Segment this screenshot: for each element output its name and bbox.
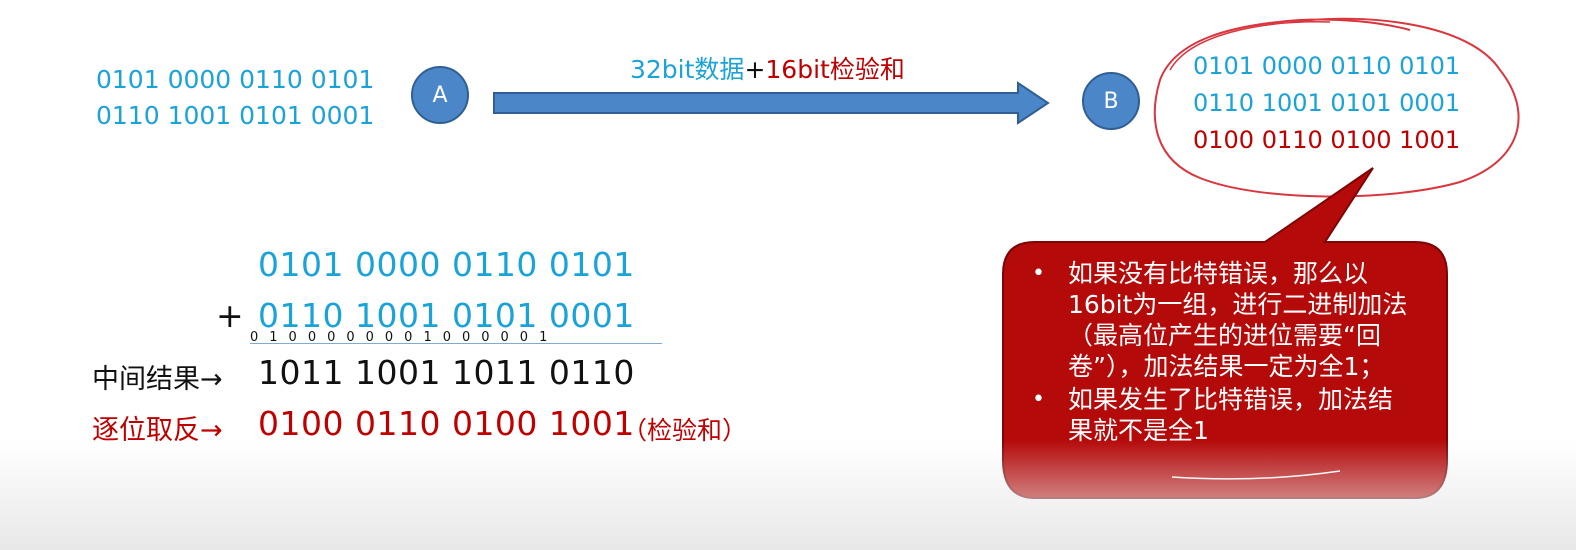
receiver-checksum-line: 0100 0110 0100 1001 [1193,126,1461,154]
sender-data: 0101 0000 0110 0101 0110 1001 0101 0001 [96,62,374,134]
transfer-label-data: 32bit数据 [630,55,745,84]
receiver-highlight-circle [1153,17,1520,198]
receiver-data: 0101 0000 0110 0101 0110 1001 0101 0001 … [1193,48,1460,159]
bit-error-underline [1171,470,1341,480]
calc-inverted-note: （检验和） [622,416,748,445]
sender-line-2: 0110 1001 0101 0001 [96,101,375,130]
callout-bullet-1: 如果没有比特错误，那么以16bit为一组，进行二进制加法（最高位产生的进位需要“… [1032,258,1417,382]
callout-text: 如果没有比特错误，那么以16bit为一组，进行二进制加法（最高位产生的进位需要“… [1032,258,1417,448]
calc-operand-2: 0110 1001 0101 0001 [258,296,635,335]
sender-line-1: 0101 0000 0110 0101 [96,65,375,94]
node-a: A [411,66,469,124]
callout-bullet-2: 如果发生了比特错误，加法结果就不是全1 [1032,384,1417,446]
transfer-arrow [493,81,1050,125]
node-a-label: A [432,82,448,108]
calc-plus-sign: + [216,296,245,335]
calc-sum-line [250,343,662,344]
calc-intermediate-label: 中间结果→ [92,364,223,395]
transfer-label-plus: + [744,55,766,84]
transfer-label: 32bit数据+16bit检验和 [630,50,905,86]
node-b: B [1082,72,1140,130]
receiver-line-2: 0110 1001 0101 0001 [1193,89,1461,117]
calc-inverted-label: 逐位取反→ [92,415,223,446]
calc-operand-1: 0101 0000 0110 0101 [258,245,635,284]
calc-inverted-value: 0100 0110 0100 1001 [258,404,635,443]
receiver-line-1: 0101 0000 0110 0101 [1193,52,1461,80]
calc-intermediate-value: 1011 1001 1011 0110 [258,353,635,392]
node-b-label: B [1103,88,1119,114]
transfer-label-checksum: 16bit检验和 [765,55,905,84]
calc-carry-row: 0100000001000001 [250,330,559,345]
